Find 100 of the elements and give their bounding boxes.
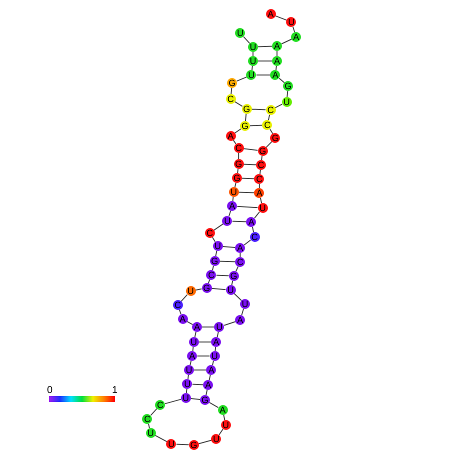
backbone-line <box>270 128 274 134</box>
backbone-line <box>195 288 202 291</box>
backbone-line <box>232 196 234 202</box>
base-pair-line <box>242 178 255 180</box>
nucleotide-circle: C <box>250 232 260 242</box>
nucleotide-circle: U <box>188 337 199 347</box>
base-pair-line <box>211 288 226 290</box>
backbone-line <box>261 155 263 161</box>
backbone-line <box>236 76 248 82</box>
backbone-line <box>208 374 211 381</box>
nucleotide-circle: G <box>228 271 239 281</box>
backbone-line <box>178 309 182 315</box>
nucleotide-circle: G <box>210 256 220 266</box>
backbone-line <box>244 113 247 122</box>
nucleotide-circle: A <box>211 337 222 347</box>
nucleotide-circle: A <box>254 188 264 198</box>
backbone-line <box>241 308 244 316</box>
nucleotide-circle: C <box>226 94 236 104</box>
nucleotide-circle: A <box>206 365 216 375</box>
backbone-line <box>176 444 190 446</box>
scale-value: 0 <box>47 386 53 396</box>
nucleotide-circle: U <box>228 187 239 197</box>
backbone-line <box>254 211 260 219</box>
backbone-line <box>218 428 224 436</box>
nucleotide-circle: C <box>256 160 266 170</box>
backbone-line <box>192 346 194 352</box>
backbone-line <box>212 360 214 366</box>
backbone-line <box>150 408 158 416</box>
backbone-line <box>148 423 150 429</box>
nucleotide-circle: G <box>270 133 280 143</box>
nucleotide-circle: U <box>146 428 156 438</box>
nucleotide-circle: A <box>192 322 202 332</box>
nucleotide-circle: A <box>266 9 276 19</box>
nucleotide-circle: G <box>283 81 294 91</box>
nucleotide-circle: U <box>184 365 194 375</box>
nucleotide-circle: A <box>235 243 246 253</box>
backbone-line <box>194 331 196 338</box>
nucleotide-circle: U <box>210 351 220 361</box>
nucleotide-circle: A <box>187 351 198 361</box>
base-pair-line <box>258 60 272 62</box>
backbone-line <box>252 226 254 233</box>
nucleotide-circle: U <box>214 322 224 332</box>
nucleotide-circle: U <box>222 216 232 226</box>
nucleotide-circle: G <box>202 283 212 293</box>
nucleotide-circle: G <box>232 173 242 183</box>
nucleotide-circle: U <box>246 70 256 80</box>
backbone-line <box>186 388 188 394</box>
nucleotide-circle: G <box>240 121 250 131</box>
nucleotide-circle: C <box>172 300 183 310</box>
nucleotide-circle: C <box>234 143 244 153</box>
nucleotide-circle: A <box>291 32 302 42</box>
nucleotide-circle: A <box>178 314 188 324</box>
nucleotide-circle: A <box>270 70 280 80</box>
backbone-line <box>268 114 270 121</box>
backbone-line <box>154 434 168 442</box>
nucleotide-circle: C <box>266 105 276 115</box>
backbone-line <box>234 292 242 302</box>
backbone-line <box>208 402 219 408</box>
backbone-line <box>180 294 188 302</box>
backbone-line <box>240 252 241 258</box>
nucleotide-circle: G <box>234 159 244 169</box>
backbone-line <box>259 169 261 175</box>
nucleotide-circle: A <box>272 56 282 66</box>
nucleotide-circle: C <box>155 400 166 410</box>
nucleotide-circle: U <box>166 439 176 449</box>
backbone-line <box>228 210 232 217</box>
backbone-line <box>275 65 277 71</box>
nucleotide-circle: A <box>235 315 246 325</box>
nucleotide-circle: U <box>211 434 222 444</box>
backbone-line <box>237 168 239 174</box>
base-pair-line <box>192 384 204 386</box>
backbone-line <box>276 50 278 56</box>
nucleotide-circle: U <box>212 241 223 251</box>
nucleotide-circle: A <box>272 41 282 51</box>
nucleotide-circle: G <box>258 146 268 156</box>
nucleotide-circle: C <box>206 270 216 280</box>
backbone-line <box>243 36 250 44</box>
nucleotide-circle: U <box>186 286 196 296</box>
backbone-line <box>260 197 262 204</box>
base-pair-line <box>251 108 266 110</box>
nucleotide-circle: G <box>242 104 252 114</box>
scale-value: 1 <box>112 386 118 396</box>
nucleotide-circle: U <box>220 420 231 430</box>
backbone-line <box>244 240 252 246</box>
nucleotide-circle: U <box>180 393 191 403</box>
backbone-line <box>238 152 240 160</box>
backbone-line <box>274 15 288 21</box>
backbone-line <box>212 265 214 271</box>
backbone-line <box>198 440 212 444</box>
nucleotide-circle: U <box>286 17 296 27</box>
nucleotide-circle: G <box>188 440 199 450</box>
nucleotide-circle: U <box>248 42 258 52</box>
base-pair-line <box>243 164 256 166</box>
nucleotide-circle: U <box>235 28 246 38</box>
backbone-line <box>231 280 234 286</box>
nucleotide-circle: U <box>248 56 258 66</box>
nucleotide-circle: A <box>203 380 214 390</box>
nucleotide-circle: U <box>282 97 292 107</box>
backbone-line <box>187 374 189 380</box>
backbone-line <box>251 65 253 71</box>
